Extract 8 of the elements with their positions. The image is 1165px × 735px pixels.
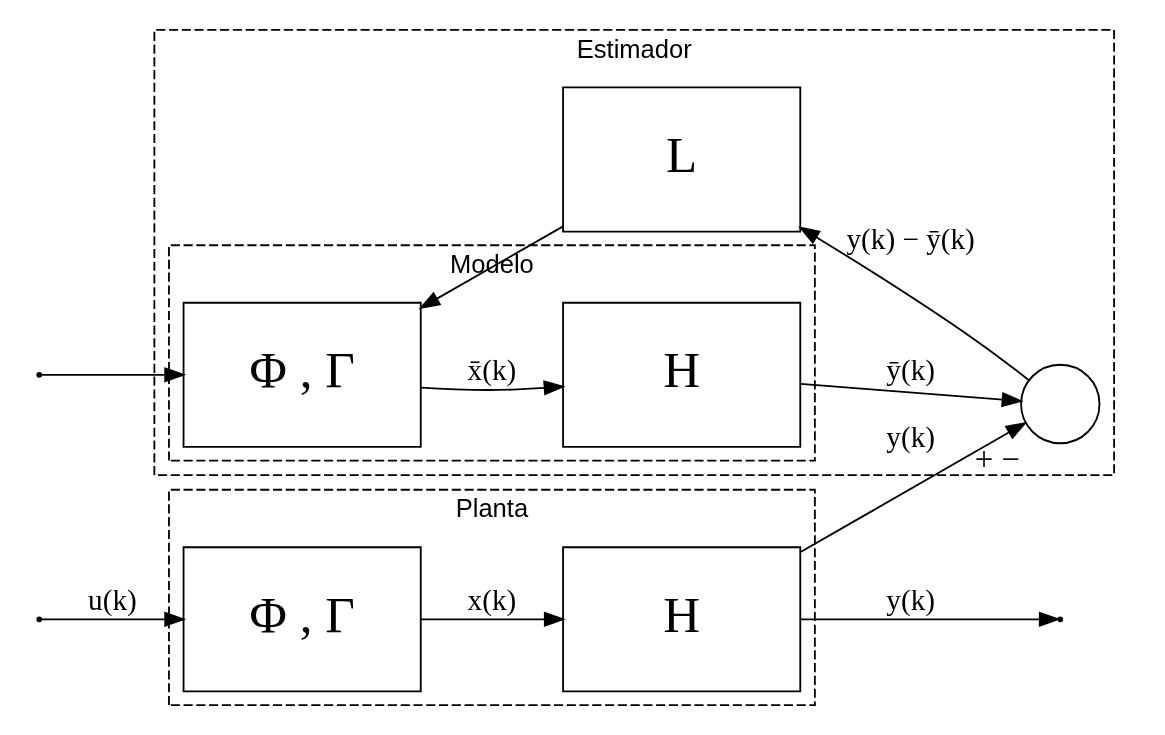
edge-label: ȳ(k): [885, 353, 935, 386]
edge-label: y(k): [885, 583, 935, 616]
node-label: + −: [974, 440, 1020, 477]
edge-label: x̄(k): [467, 353, 516, 386]
edge-label: y(k): [885, 421, 935, 454]
edge-label: y(k) − ȳ(k): [846, 222, 975, 255]
edge-label: x(k): [467, 583, 516, 616]
edge-label: u(k): [87, 583, 137, 616]
